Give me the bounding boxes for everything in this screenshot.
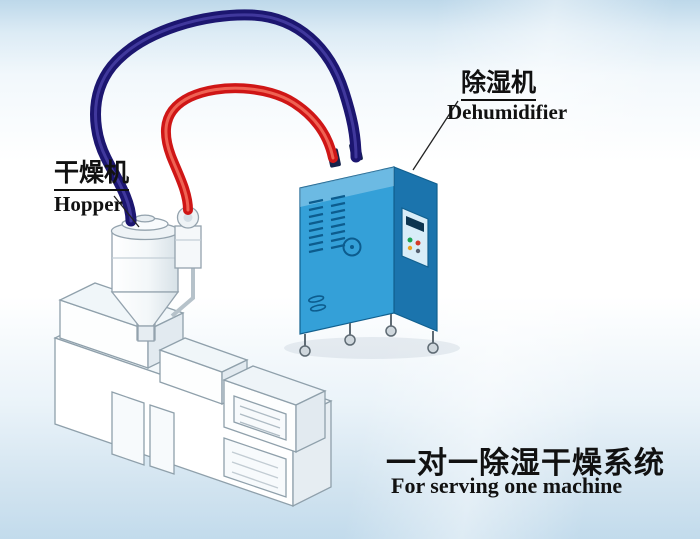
brand-emblem [342, 237, 362, 257]
dehumidifier-label-en: Dehumidifier [447, 100, 568, 124]
head-panel [233, 395, 287, 441]
panel-button-gray [415, 248, 421, 254]
extruder-machine [53, 282, 333, 508]
vent-slots-right [330, 194, 346, 250]
dryer-label-cn: 干燥机 [54, 159, 130, 191]
cabinet-shadow [284, 337, 460, 359]
caster [385, 314, 397, 337]
return-pipe-navy-highlight [94, 13, 358, 223]
panel-button-green [407, 237, 413, 243]
dehumidifier-cabinet [299, 142, 439, 357]
door-panel-3 [223, 437, 287, 498]
door-panel-3-louvers [231, 451, 279, 489]
blower-body [174, 225, 202, 269]
panel-display [406, 216, 424, 232]
pointer-lines [113, 100, 459, 228]
blower-motor-hub [183, 213, 193, 222]
loader-blower [174, 206, 202, 269]
panel-button-amber [407, 245, 413, 251]
hopper-lid-cap [134, 214, 156, 223]
dehumidifier-label-cn: 除湿机 [461, 69, 537, 101]
hopper-pointer-line [113, 195, 140, 228]
dehumidifier-pointer-line [412, 100, 459, 171]
caster [427, 331, 439, 354]
door-panel-1 [111, 391, 145, 466]
head-panel-louvers [239, 405, 281, 437]
pipes [90, 9, 362, 227]
door-panel-2 [149, 404, 175, 475]
hopper-dryer [110, 214, 195, 342]
cabinet-front-face [299, 166, 395, 335]
caption-cn: 一对一除湿干燥系统 [386, 447, 665, 480]
head-box-right [295, 389, 326, 454]
cabinet-top-highlight [300, 167, 394, 207]
supply-pipe-red-highlight [164, 86, 335, 212]
caption-en: For serving one machine [391, 473, 623, 498]
caster [344, 323, 356, 346]
panel-button-red [415, 240, 421, 246]
side-control-panel [401, 207, 429, 268]
dryer-label-en: Hopper [54, 192, 123, 216]
bottom-vents [308, 295, 327, 312]
loader-downpipe [170, 266, 195, 318]
caster [299, 334, 311, 357]
brand-emblem-dot [350, 245, 354, 249]
vent-slots-left [308, 198, 324, 254]
hopper-outlet-tube [137, 325, 155, 342]
casters [299, 314, 439, 357]
